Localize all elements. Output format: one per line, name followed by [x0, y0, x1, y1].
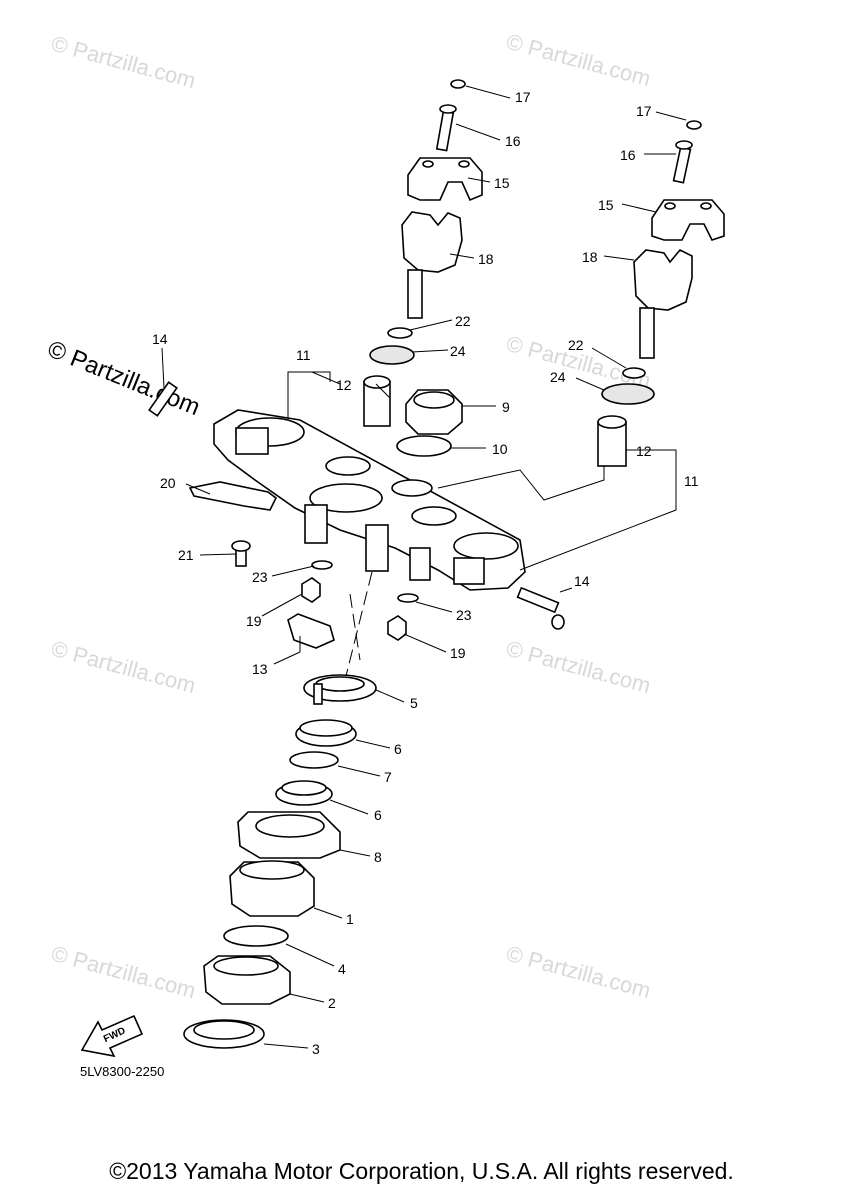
part-16-bolt-right	[672, 140, 693, 184]
callout-10: 10	[492, 441, 508, 457]
callout-14: 14	[152, 331, 168, 347]
callout-22: 22	[455, 313, 471, 329]
callout-17: 17	[636, 103, 652, 119]
callout-16: 16	[620, 147, 636, 163]
callout-16: 16	[505, 133, 521, 149]
fwd-arrow-icon: FWD	[80, 1014, 144, 1058]
part-14-bolt-right	[516, 586, 565, 630]
part-11-upper-bracket	[213, 409, 526, 591]
watermark: © Partzilla.com	[49, 31, 199, 94]
callout-20: 20	[160, 475, 176, 491]
watermark: © Partzilla.com	[49, 941, 199, 1004]
part-10-washer	[396, 435, 452, 457]
callout-22: 22	[568, 337, 584, 353]
part-20-cable-guide	[188, 481, 278, 511]
callout-18: 18	[478, 251, 494, 267]
callout-23: 23	[456, 607, 472, 623]
part-2-lower-bearing	[203, 955, 291, 1005]
callout-1: 1	[346, 911, 354, 927]
part-6-ring-nut-lower	[275, 780, 333, 806]
callout-6: 6	[394, 741, 402, 757]
callout-5: 5	[410, 695, 418, 711]
callout-3: 3	[312, 1041, 320, 1057]
callout-21: 21	[178, 547, 194, 563]
callout-17: 17	[515, 89, 531, 105]
part-22-washer-left	[387, 327, 413, 339]
callout-2: 2	[328, 995, 336, 1011]
callout-12: 12	[336, 377, 352, 393]
callout-24: 24	[550, 369, 566, 385]
part-12-collar-right	[597, 415, 627, 467]
part-4-dust-seal	[223, 925, 289, 947]
part-21-bolt	[231, 540, 251, 567]
callout-14: 14	[574, 573, 590, 589]
callout-8: 8	[374, 849, 382, 865]
callout-13: 13	[252, 661, 268, 677]
part-18-holder-left	[401, 211, 463, 319]
copyright-notice: ©2013 Yamaha Motor Corporation, U.S.A. A…	[109, 1158, 734, 1184]
callout-15: 15	[598, 197, 614, 213]
part-12-collar-left	[363, 375, 391, 427]
part-19-nut-right	[387, 615, 407, 641]
watermark: © Partzilla.com	[49, 636, 199, 699]
part-6-ring-nut-upper	[295, 719, 357, 747]
watermark: © Partzilla.com	[504, 29, 654, 92]
part-5-cover	[303, 674, 377, 705]
callout-6: 6	[374, 807, 382, 823]
part-22-washer-right	[622, 367, 646, 379]
watermark: © Partzilla.com	[504, 941, 654, 1004]
part-24-damper-left	[369, 345, 415, 365]
part-9-steering-nut	[405, 389, 463, 435]
callout-19: 19	[246, 613, 262, 629]
part-1-upper-bearing	[229, 860, 315, 917]
part-7-lock-washer	[289, 751, 339, 769]
watermark: © Partzilla.com	[504, 636, 654, 699]
callout-11: 11	[684, 473, 699, 489]
part-17-cap-left	[450, 79, 466, 89]
callout-numbers: 17 16 15 18 22 24 11 12 9 10 17 16 15 18…	[152, 89, 699, 1057]
callout-18: 18	[582, 249, 598, 265]
part-23-washer-right	[397, 593, 419, 603]
part-15-upper-clamp-right	[651, 199, 725, 241]
callout-15: 15	[494, 175, 510, 191]
part-17-cap-right	[686, 120, 702, 130]
part-16-bolt-left	[435, 104, 457, 152]
callout-9: 9	[502, 399, 510, 415]
callout-11: 11	[296, 347, 311, 363]
callout-12: 12	[636, 443, 652, 459]
part-3-seal	[183, 1019, 265, 1049]
part-19-nut-left	[301, 577, 321, 603]
leader-lines	[161, 85, 687, 1049]
part-23-washer-left	[311, 560, 333, 570]
diagram-code: 5LV8300-2250	[80, 1064, 165, 1079]
callout-7: 7	[384, 769, 392, 785]
part-13-plate	[287, 613, 335, 649]
watermark-prominent: © Partzilla.com	[44, 336, 204, 422]
part-8-bearing-cover	[237, 811, 341, 859]
part-14-bolt-left	[148, 381, 178, 417]
callout-24: 24	[450, 343, 466, 359]
part-24-damper-right	[601, 383, 655, 405]
part-18-holder-right	[633, 249, 693, 359]
callout-19: 19	[450, 645, 466, 661]
callout-23: 23	[252, 569, 268, 585]
callout-4: 4	[338, 961, 346, 977]
part-15-upper-clamp-left	[407, 157, 483, 202]
